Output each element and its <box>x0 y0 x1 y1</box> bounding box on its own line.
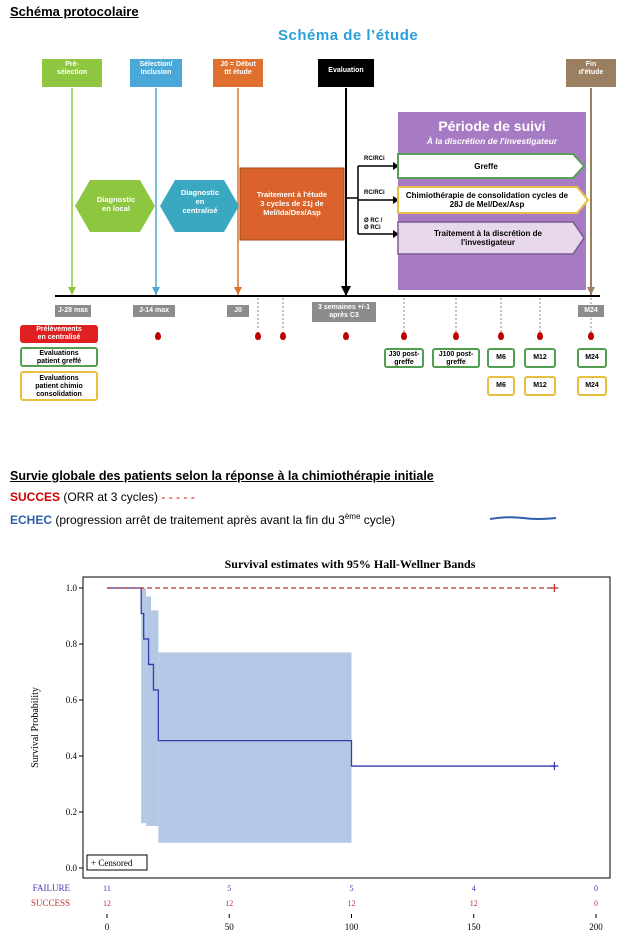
branch2-text: Chimiothérapie de consolidation cycles d… <box>405 191 569 209</box>
tl-j14: J-14 max <box>133 305 175 317</box>
risk-value: 0 <box>594 899 598 908</box>
echec-desc: (progression arrêt de traitement après a… <box>52 513 345 527</box>
eval-greffe-j30: J30 post- greffe <box>384 348 424 368</box>
y-axis-label: Survival Probability <box>30 687 41 768</box>
censored-legend-text: + Censored <box>91 858 133 868</box>
box-j0: J0 = Début ttt étude <box>213 59 263 87</box>
y-tick-label: 0.8 <box>66 639 78 649</box>
confidence-band <box>146 596 152 826</box>
x-tick-label: 0 <box>105 922 110 932</box>
section1-title: Schéma protocolaire <box>10 4 139 19</box>
eval-chimio-m24: M24 <box>577 376 607 396</box>
box-fin: Fin d'étude <box>566 59 616 87</box>
legend-echec: ECHEC (progression arrêt de traitement a… <box>10 512 395 527</box>
risk-value: 5 <box>227 884 231 893</box>
success-desc: (ORR at 3 cycles) <box>60 490 162 504</box>
diag-local-label: Diagnostic en local <box>96 195 136 213</box>
blood-drop-icon <box>155 332 161 340</box>
branch-chimio <box>397 186 590 214</box>
confidence-band <box>141 588 147 824</box>
blood-drop-icon <box>537 332 543 340</box>
eval-greffe-m6: M6 <box>487 348 515 368</box>
blood-drop-icon <box>280 332 286 340</box>
branch3-condition: Ø RC / Ø RCi <box>364 218 383 231</box>
x-tick-label: 100 <box>345 922 359 932</box>
branch1-condition: RC/RCi <box>364 156 385 162</box>
blood-drop-icon <box>255 332 261 340</box>
study-title: Schéma de l’étude <box>278 27 419 44</box>
suivi-subtitle: À la discrétion de l'investigateur <box>426 136 558 146</box>
km-curve-failure <box>107 587 555 767</box>
box-selection: Sélection/ Inclusion <box>130 59 182 87</box>
blood-drop-icon <box>401 332 407 340</box>
risk-value: 12 <box>103 899 111 908</box>
eval-greffe-j100: J100 post- greffe <box>432 348 480 368</box>
branch3-text: Traitement à la discrétion de l'investig… <box>433 229 543 247</box>
confidence-band <box>158 652 352 843</box>
censor-mark <box>550 762 559 771</box>
risk-value: 12 <box>348 899 356 908</box>
y-tick-label: 0.6 <box>66 695 78 705</box>
risk-row-label: SUCCESS <box>31 898 70 908</box>
y-tick-label: 0.2 <box>66 807 77 817</box>
row-eval-chimio: Evaluations patient chimio consolidation <box>20 371 98 401</box>
box-preselection: Pré- sélection <box>42 59 102 87</box>
risk-value: 0 <box>594 884 598 893</box>
x-tick-label: 150 <box>467 922 481 932</box>
risk-value: 12 <box>225 899 233 908</box>
hex-diag-central <box>160 180 239 232</box>
confidence-band <box>151 610 159 826</box>
suivi-title: Période de suivi <box>438 118 546 134</box>
eval-greffe-m12: M12 <box>524 348 556 368</box>
risk-value: 11 <box>103 884 111 893</box>
risk-value: 5 <box>350 884 354 893</box>
legend-success: SUCCES (ORR at 3 cycles) - - - - - <box>10 490 195 504</box>
tl-m24: M24 <box>578 305 604 317</box>
x-tick-label: 50 <box>225 922 235 932</box>
risk-value: 12 <box>470 899 478 908</box>
echec-sup: ème <box>344 512 361 521</box>
branch-traitement <box>397 221 585 255</box>
branch2-condition: RC/RCi <box>364 190 385 196</box>
tl-j28: J-28 max <box>55 305 91 317</box>
treatment-box <box>240 168 344 240</box>
branch-greffe <box>397 153 586 179</box>
risk-value: 4 <box>472 884 476 893</box>
schema-graphics <box>55 88 600 340</box>
x-tick-label: 200 <box>589 922 603 932</box>
row-eval-greffe: Evaluations patient greffé <box>20 347 98 367</box>
risk-row-label: FAILURE <box>33 883 71 893</box>
censor-mark <box>550 584 559 592</box>
censored-legend-box <box>86 854 148 871</box>
echec-end: cycle) <box>360 513 396 527</box>
blood-drop-icon <box>588 332 594 340</box>
row-prelevements: Prélèvements en centralisé <box>20 325 98 343</box>
echec-word: ECHEC <box>10 513 53 527</box>
eval-chimio-m12: M12 <box>524 376 556 396</box>
plot-frame <box>82 576 611 879</box>
treatment-label: Traitement à l'étude 3 cycles de 21j de … <box>256 190 328 217</box>
box-evaluation: Evaluation <box>318 59 374 87</box>
success-word: SUCCES <box>10 490 61 504</box>
y-tick-label: 1.0 <box>66 583 78 593</box>
chart-title: Survival estimates with 95% Hall-Wellner… <box>224 557 476 571</box>
blood-drop-icon <box>343 332 349 340</box>
section2-title: Survie globale des patients selon la rép… <box>10 469 434 483</box>
diag-central-label: Diagnostic en centralisé <box>180 188 220 215</box>
tl-j0: J0 <box>227 305 249 317</box>
y-tick-label: 0.0 <box>66 863 78 873</box>
tl-3weeks: 3 semaines +/-1 après C3 <box>312 302 376 322</box>
legend-echec-line <box>489 516 557 520</box>
hex-diag-local <box>75 180 155 232</box>
eval-greffe-m24: M24 <box>577 348 607 368</box>
blood-drop-icon <box>498 332 504 340</box>
blood-drop-icon <box>453 332 459 340</box>
y-tick-label: 0.4 <box>66 751 78 761</box>
success-dash: - - - - - <box>161 490 195 504</box>
branch1-text: Greffe <box>474 162 498 171</box>
eval-chimio-m6: M6 <box>487 376 515 396</box>
